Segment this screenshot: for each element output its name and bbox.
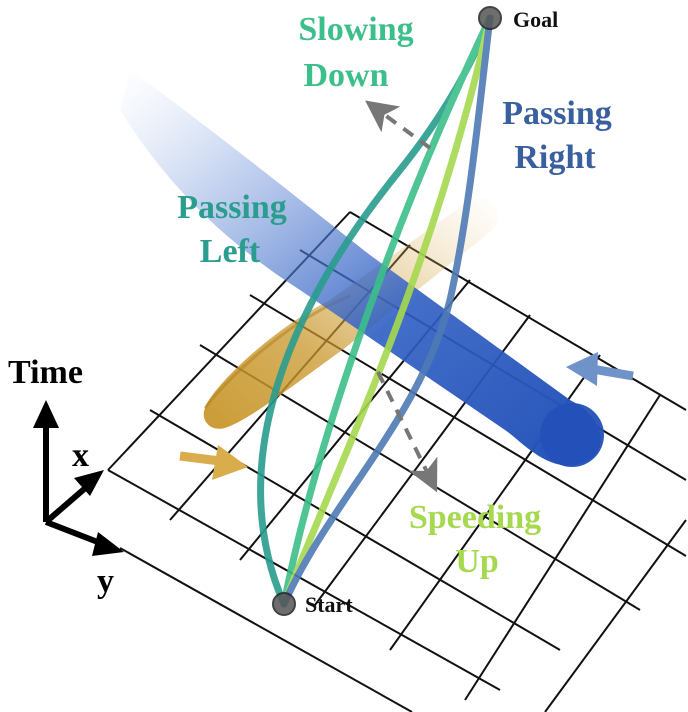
slowing-down-trajectory xyxy=(280,14,494,608)
blue-obstacle xyxy=(120,70,604,467)
direction-arrows xyxy=(365,100,438,493)
time-axis-label: Time xyxy=(8,354,83,391)
axes-indicator xyxy=(33,400,124,556)
x-axis-label: x xyxy=(72,437,89,474)
start-node xyxy=(272,592,296,616)
slowing-down-label-line1: Slowing xyxy=(298,11,413,48)
blue-direction-arrow xyxy=(566,352,634,386)
slowing-down-arrow xyxy=(365,100,432,150)
speeding-up-label-line2: Up xyxy=(455,543,498,580)
passing-left-label-line2: Left xyxy=(200,233,261,270)
passing-right-label-line2: Right xyxy=(514,139,596,176)
passing-right-label-line1: Passing xyxy=(502,95,612,132)
start-label: Start xyxy=(305,592,353,617)
orange-direction-arrow xyxy=(179,445,248,480)
y-axis-label: y xyxy=(97,563,114,600)
trajectories xyxy=(257,14,494,608)
speeding-up-label-line1: Speeding xyxy=(409,499,541,536)
passing-left-label-line1: Passing xyxy=(177,189,287,226)
goal-label: Goal xyxy=(513,7,558,32)
goal-node xyxy=(478,6,502,30)
slowing-down-label-line2: Down xyxy=(303,57,388,94)
passing-right-trajectory xyxy=(280,14,494,608)
speeding-up-trajectory xyxy=(280,14,494,608)
